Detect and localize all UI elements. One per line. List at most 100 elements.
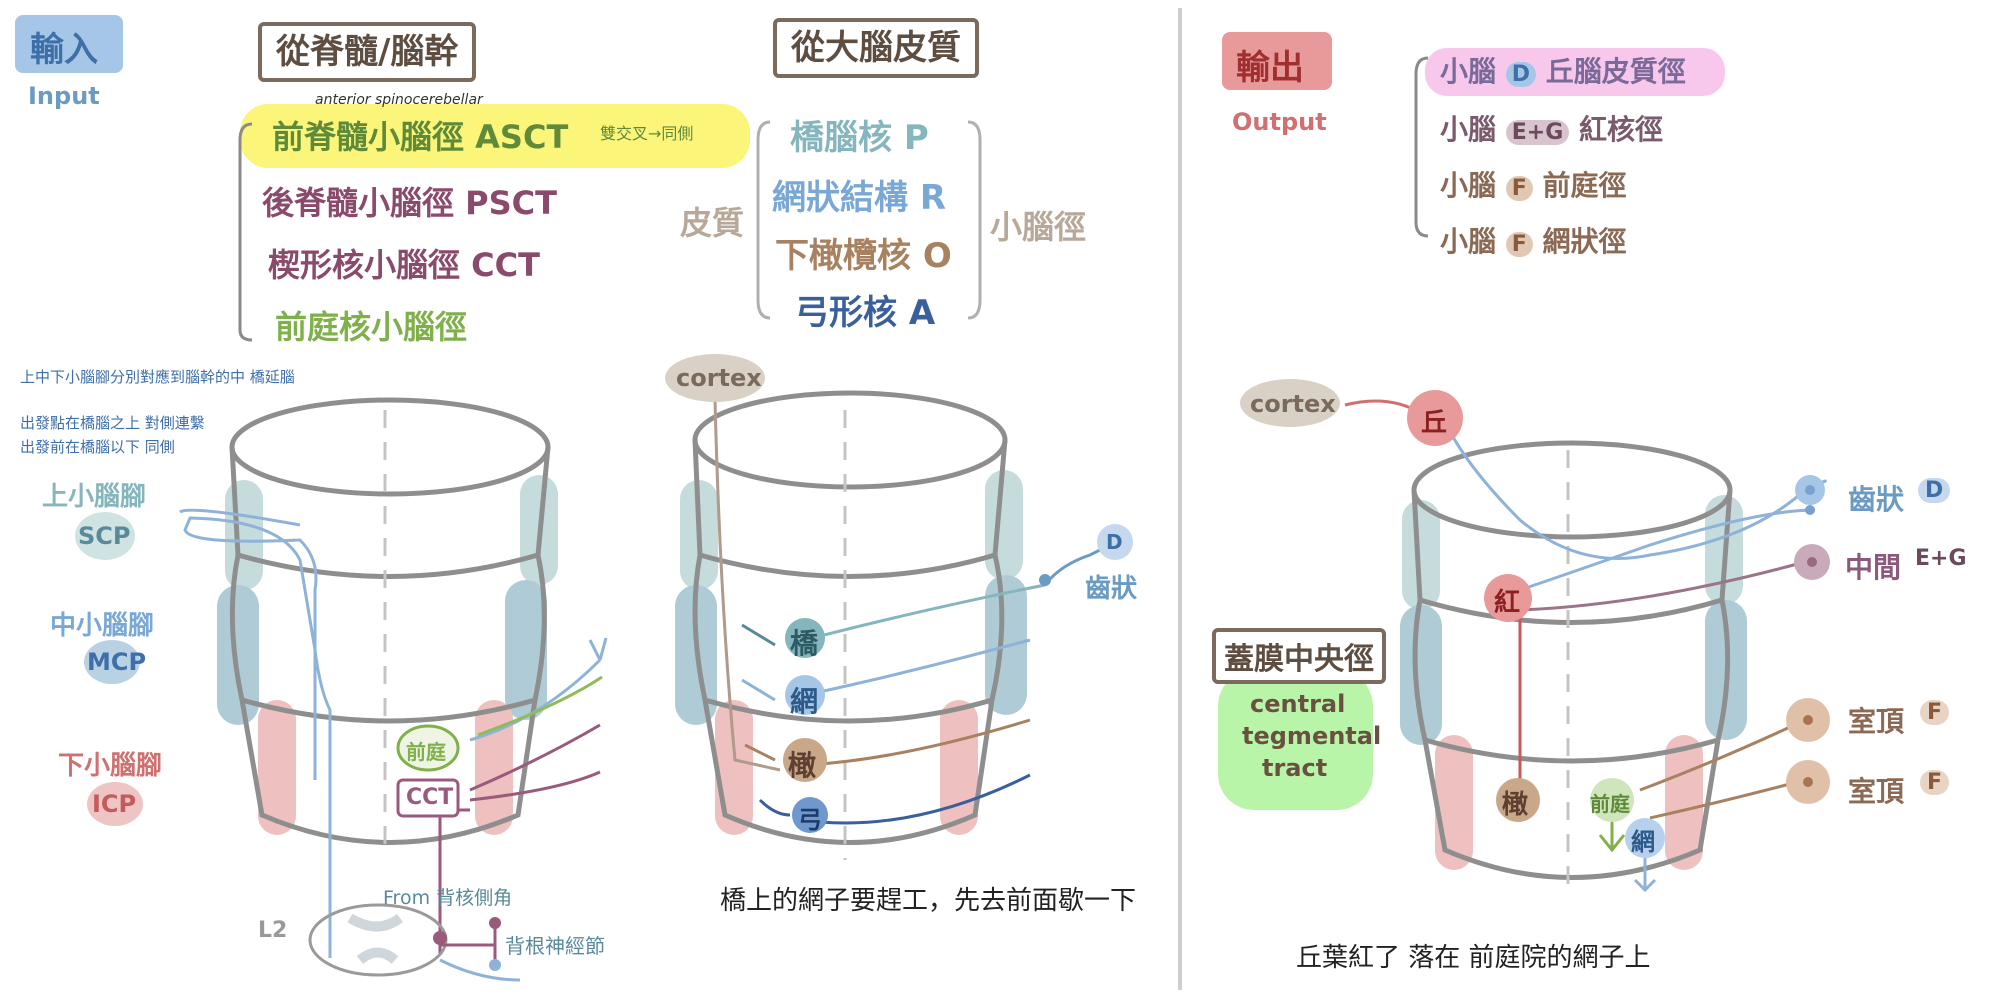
input-mnemonic: 橋上的網子要趕工，先去前面歇一下 <box>720 886 1137 916</box>
cortex-nucleus-olive: 下橄欖核 O <box>775 236 952 276</box>
output-tract-4: 小腦 F 網狀徑 <box>1440 220 1627 260</box>
arcuate-bubble <box>792 797 828 833</box>
output-tract-3-b: 前庭徑 <box>1542 169 1627 202</box>
output-tract-4-nucleus: F <box>1505 232 1533 257</box>
brainstem-diagram-1 <box>217 397 558 850</box>
vestibular-out-node: 前庭 <box>1590 792 1630 816</box>
vestibular-bubble-1 <box>396 724 460 772</box>
brainstem-diagram-2 <box>675 390 1027 860</box>
mcp-bubble <box>84 640 140 684</box>
output-tract-4-b: 網狀徑 <box>1542 225 1627 258</box>
dentate-out-letter: D <box>1918 478 1951 503</box>
cortex-bracket-right <box>967 120 982 320</box>
scp-bubble <box>75 512 135 560</box>
cortex-box: 從大腦皮質 <box>773 18 979 78</box>
spinal-tract-cct: 楔形核小腦徑 CCT <box>268 246 540 284</box>
fastigial-out-label-1: 室頂 <box>1848 705 1905 738</box>
asct-highlight <box>240 104 750 168</box>
cct-node: CCT <box>406 785 454 810</box>
ctt-en-line-2: tegmental <box>1242 722 1382 750</box>
cct-box <box>396 778 460 818</box>
olive-node: 橄 <box>788 749 817 782</box>
output-node-dots <box>1786 475 1830 804</box>
output-tract-1-nucleus: D <box>1505 62 1537 87</box>
ctt-green-blob <box>1218 670 1373 810</box>
ctt-box: 蓋膜中央徑 <box>1212 628 1386 684</box>
cortex-bubble-2 <box>665 354 765 402</box>
output-label-en: Output <box>1232 108 1327 136</box>
output-tract-1: 小腦 D 丘腦皮質徑 <box>1440 50 1686 90</box>
mcp-abbr: MCP <box>87 648 147 676</box>
input-label-zh: 輸入 <box>30 30 98 70</box>
vestibular-node-1: 前庭 <box>406 740 446 764</box>
output-tract-3-nucleus: F <box>1505 176 1533 201</box>
note-above-pons: 出發點在橋腦之上 對側連繫 <box>20 414 205 432</box>
level-l2: L2 <box>258 918 288 943</box>
output-tract-1-b: 丘腦皮質徑 <box>1545 55 1686 88</box>
from-dorsal-horn: From 背核側角 <box>383 887 513 909</box>
spinal-bracket <box>238 122 253 342</box>
icp-bubble <box>87 782 143 826</box>
dentate-bubble <box>1097 524 1133 560</box>
asct-note: anterior spinocerebellar <box>315 92 483 108</box>
cortex-node-3: cortex <box>1250 390 1336 418</box>
olive-out-node: 橄 <box>1502 790 1529 820</box>
olive-out-bubble <box>1496 778 1540 822</box>
output-tract-2-nucleus: E+G <box>1505 120 1570 145</box>
red-nucleus-node: 紅 <box>1494 588 1521 618</box>
output-bracket <box>1414 56 1429 238</box>
note-below-pons: 出發前在橋腦以下 同側 <box>20 438 175 456</box>
ctt-en-line-3: tract <box>1262 754 1328 782</box>
reticular-bubble <box>785 675 825 715</box>
output-tract-2-b: 紅核徑 <box>1579 113 1664 146</box>
output-tract-3-a: 小腦 <box>1440 169 1497 202</box>
cortex-left-label: 皮質 <box>680 204 745 242</box>
note-peduncle-levels: 上中下小腦腳分別對應到腦幹的中 橋延腦 <box>20 368 295 386</box>
output-tract-1-a: 小腦 <box>1440 55 1497 88</box>
reticular-node: 網 <box>790 685 819 718</box>
cortex-bracket-left <box>756 120 771 320</box>
asct-crossing-note: 雙交叉→同側 <box>600 124 694 143</box>
diagram-1-fibers <box>179 508 608 982</box>
arcuate-node: 弓 <box>798 806 822 834</box>
dentate-out-label: 齒狀 <box>1848 483 1905 516</box>
output-mnemonic: 丘葉紅了 落在 前庭院的網子上 <box>1296 943 1651 973</box>
output-tract-4-a: 小腦 <box>1440 225 1497 258</box>
scp-label: 上小腦腳 <box>42 482 147 512</box>
pons-bubble <box>785 618 825 658</box>
output-label-zh: 輸出 <box>1236 48 1304 88</box>
fastigial-out-letter-2: F <box>1920 770 1950 795</box>
pons-node: 橋 <box>790 627 819 660</box>
mcp-label: 中小腦腳 <box>50 611 155 641</box>
reticular-out-node: 網 <box>1631 828 1655 856</box>
cortex-right-label: 小腦徑 <box>990 208 1087 246</box>
cortex-nucleus-reticular: 網狀結構 R <box>772 178 947 218</box>
olive-bubble <box>783 738 827 782</box>
output-tract-2: 小腦 E+G 紅核徑 <box>1440 108 1663 148</box>
spinal-tract-vestibular: 前庭核小腦徑 <box>275 308 468 346</box>
icp-label: 下小腦腳 <box>58 751 163 781</box>
cortex-nucleus-pons: 橋腦核 P <box>790 118 929 158</box>
fastigial-out-letter-1: F <box>1920 700 1950 725</box>
output-label-bg <box>1222 32 1332 90</box>
ctt-en-line-1: central <box>1250 690 1346 718</box>
red-nucleus-bubble <box>1484 574 1532 622</box>
output-tract-3: 小腦 F 前庭徑 <box>1440 164 1627 204</box>
cortex-bubble-3 <box>1240 379 1340 427</box>
fastigial-out-label-2: 室頂 <box>1848 775 1905 808</box>
brainstem-diagram-3 <box>1400 440 1747 885</box>
icp-abbr: ICP <box>92 790 137 818</box>
spinal-tract-asct: 前脊髓小腦徑 ASCT <box>272 118 569 156</box>
scp-abbr: SCP <box>78 522 131 550</box>
cortex-node-2: cortex <box>676 364 762 392</box>
diagram-2-fibers <box>713 399 1111 825</box>
spinal-box: 從脊髓/腦幹 <box>258 22 477 82</box>
dorsal-root-ganglion: 背根神經節 <box>505 934 605 958</box>
spinal-tract-psct: 後脊髓小腦徑 PSCT <box>262 184 557 222</box>
thalamus-node: 丘 <box>1421 408 1448 438</box>
middle-out-label: 中間 <box>1845 551 1902 584</box>
reticular-out-bubble <box>1625 818 1665 858</box>
cortex-nucleus-arcuate: 弓形核 A <box>795 293 936 333</box>
middle-out-letter: E+G <box>1915 546 1967 571</box>
